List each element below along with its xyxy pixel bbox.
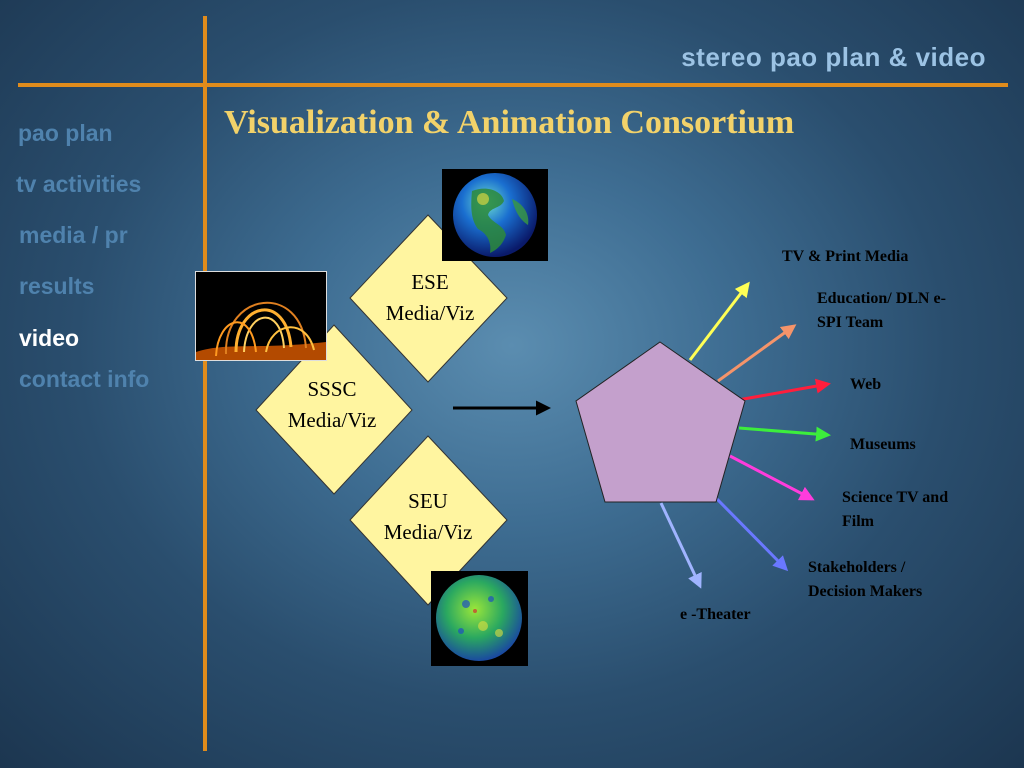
arrow-science-tv	[729, 454, 815, 501]
output-e-theater: e -Theater	[680, 606, 751, 623]
hub-pentagon	[575, 341, 746, 503]
arrow-museums	[738, 426, 831, 442]
slide-title: Visualization & Animation Consortium	[224, 104, 795, 141]
output-museums: Museums	[850, 436, 916, 453]
source-seu-name: SEU	[408, 489, 448, 513]
source-ese: ESE Media/Viz	[370, 267, 490, 329]
output-tv-print: TV & Print Media	[782, 248, 909, 265]
arrow-education	[717, 324, 797, 383]
header-title: stereo pao plan & video	[681, 42, 986, 72]
vertical-rule	[203, 16, 207, 751]
diamond-ese	[349, 214, 508, 383]
arrow-e-theater	[659, 502, 702, 589]
source-sssc-name: SSSC	[307, 377, 357, 401]
nav-item-tv-activities[interactable]: tv activities	[16, 171, 142, 197]
arrow-stakeholders	[714, 496, 789, 572]
arrow-tv-print	[688, 281, 750, 361]
source-ese-name: ESE	[411, 270, 449, 294]
cmb-sphere-image	[431, 571, 528, 666]
horizontal-rule	[18, 83, 1008, 87]
source-seu: SEU Media/Viz	[368, 486, 488, 548]
nav-item-media-pr[interactable]: media / pr	[19, 222, 128, 248]
diamond-seu	[349, 435, 508, 606]
output-stakeholders: Stakeholders / Decision Makers	[808, 559, 923, 600]
arrow-web	[737, 378, 831, 402]
source-ese-sub: Media/Viz	[385, 301, 475, 325]
earth-globe-image	[442, 169, 548, 261]
nav-item-contact-info[interactable]: contact info	[19, 366, 150, 392]
output-science-tv: Science TV and Film	[842, 489, 949, 530]
output-web: Web	[850, 376, 882, 393]
solar-loops-image	[195, 271, 327, 361]
diamond-sssc	[255, 324, 413, 495]
nav-item-results[interactable]: results	[19, 273, 95, 299]
source-seu-sub: Media/Viz	[383, 520, 473, 544]
nav-item-video[interactable]: video	[19, 325, 80, 351]
nav-item-pao-plan[interactable]: pao plan	[18, 120, 113, 146]
output-education: Education/ DLN e-SPI Team	[817, 290, 946, 331]
source-sssc: SSSC Media/Viz	[272, 374, 392, 436]
source-sssc-sub: Media/Viz	[287, 408, 377, 432]
